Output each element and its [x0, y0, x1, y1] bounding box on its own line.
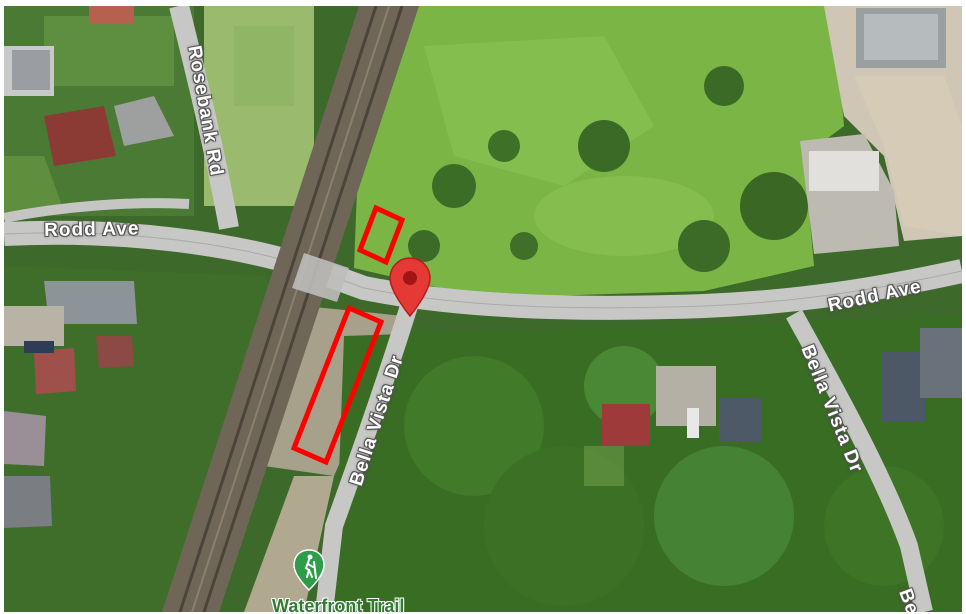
highlight-box-north — [356, 204, 406, 266]
road-label-rodd-ave-west: Rodd Ave — [44, 218, 140, 241]
hiker-icon[interactable] — [292, 548, 326, 592]
satellite-map[interactable]: Rodd Ave Rodd Ave Rosebank Rd Bella Vist… — [4, 6, 962, 612]
poi-label-waterfront-trail[interactable]: Waterfront Trail — [272, 596, 405, 612]
highlight-overlay — [290, 204, 406, 466]
highlight-box-south — [290, 304, 385, 466]
location-pin-icon[interactable] — [388, 256, 432, 318]
